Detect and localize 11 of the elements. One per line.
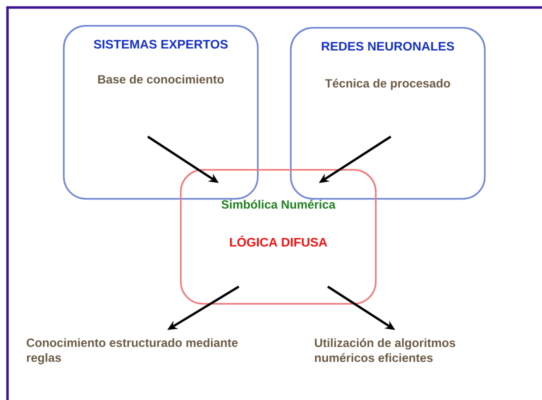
box-text: Simbólica Numérica [222, 200, 336, 209]
box-heading: LÓGICA DIFUSA [230, 236, 328, 247]
box-text: Base de conocimiento [98, 74, 224, 84]
box-text: Técnica de procesado [325, 78, 450, 90]
box-heading: SISTEMAS EXPERTOS [94, 40, 228, 49]
box-text: Utilización de algoritmos numéricos eficientes [314, 338, 456, 362]
box-heading: REDES NEURONALES [322, 42, 454, 51]
box-text: Conocimiento estructurado mediante reglas [26, 338, 238, 364]
logic-box [180, 169, 377, 305]
expert-box [63, 25, 259, 200]
expert-box [290, 27, 486, 200]
